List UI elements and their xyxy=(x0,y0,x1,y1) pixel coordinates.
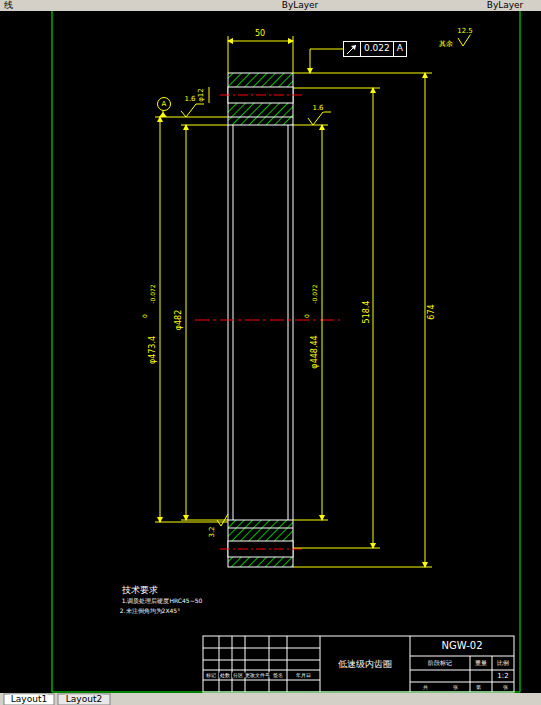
drawing-title: 低速级内齿圈 xyxy=(335,658,395,671)
drawing-label: 签名 xyxy=(272,673,284,678)
toolbar-text: 线 xyxy=(3,1,14,10)
drawing-label: 年月日 xyxy=(295,673,312,678)
drawing-label: 重量 xyxy=(474,660,488,666)
drawing-label: φ12 xyxy=(198,87,205,103)
drawing-label: -0.072 xyxy=(312,283,318,304)
runout-symbol xyxy=(344,42,361,56)
drawing-label: φ448.44 xyxy=(311,334,319,369)
drawing-label: -0.072 xyxy=(150,283,156,304)
drawing-label: 技术要求 xyxy=(121,586,159,595)
toolbar-text: ByLayer xyxy=(486,1,525,10)
datum-circle: A xyxy=(157,97,171,111)
drawing-label: φ482 xyxy=(175,309,183,332)
drawing-label: 分区 xyxy=(232,673,244,678)
tab-label: Layout2 xyxy=(65,695,103,704)
drawing-label: φ473.4 xyxy=(149,335,157,365)
drawing-label: 共 xyxy=(422,685,429,690)
drawing-label: 674 xyxy=(428,303,436,320)
toolbar xyxy=(0,0,541,11)
tab-bar xyxy=(0,693,541,705)
drawing-label: 阶段标记 xyxy=(427,660,453,666)
drawing-label: 更改文件号 xyxy=(244,673,271,678)
node-text: 低速级内齿圈 xyxy=(335,658,395,671)
drawing-label: 张 xyxy=(452,685,459,690)
drawing-label: 0 xyxy=(142,313,148,319)
toolbar-text: ByLayer xyxy=(281,1,320,10)
drawing-label: 50 xyxy=(254,30,266,38)
drawing-number: NGW-02 xyxy=(438,639,485,653)
drawing-label: 其余 xyxy=(438,41,454,48)
feature-control-frame: 0.022A xyxy=(343,41,407,57)
drawing-label: 0 xyxy=(304,313,310,319)
drawing-label: 1.6 xyxy=(311,105,324,112)
drawing-label: 处数 xyxy=(219,673,231,678)
tab-label: Layout1 xyxy=(10,695,48,704)
datum-reference: A xyxy=(394,42,406,56)
drawing-label: 张 xyxy=(502,685,509,690)
drawing-label: 518.4 xyxy=(363,300,371,325)
node-text: NGW-02 xyxy=(438,639,485,653)
drawing-label: 1.6 xyxy=(183,96,196,103)
tolerance-value: 0.022 xyxy=(361,42,394,56)
drawing-label: 1.调质处理后硬度HRC45~50 xyxy=(121,598,204,604)
drawing-label: 标记 xyxy=(205,673,217,678)
drawing-label: 3.2 xyxy=(209,525,216,538)
drawing-label: 12.5 xyxy=(456,28,474,35)
drawing-label: 比例 xyxy=(496,660,510,666)
drawing-label: 2.未注倒角均为2X45° xyxy=(119,608,181,614)
drawing-label: 第 xyxy=(475,685,482,690)
node-text: A xyxy=(162,98,167,110)
drawing-label: 1:2 xyxy=(496,673,509,680)
